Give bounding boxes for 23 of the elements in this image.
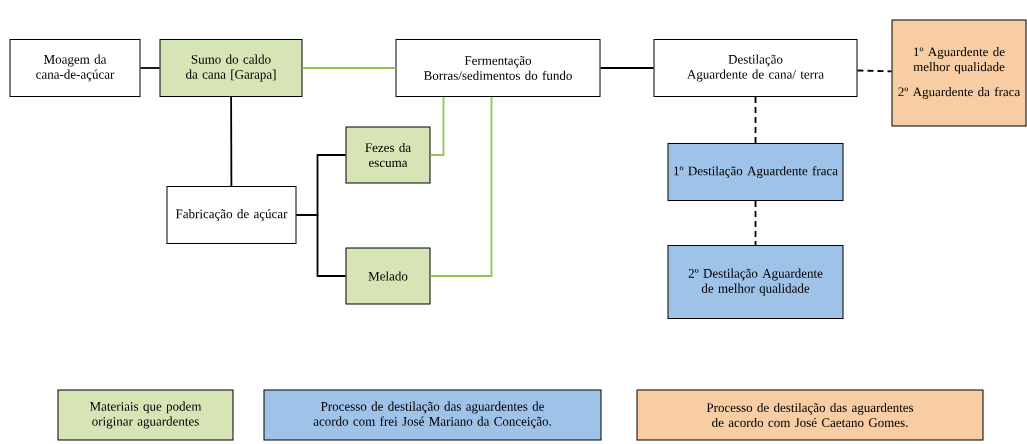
legend-box: Materiais que podem originar aguardentes: [57, 389, 234, 441]
connector-line: [295, 214, 347, 277]
legend-box: Processo de destilação das aguardentes de acordo com frei José Mariano da Conceição.: [263, 389, 602, 441]
process-box: Fermentação Borras/sedimentos do fundo: [395, 39, 601, 97]
process-box: 1º Aguardente de melhor qualidade 2º Aguardente da fraca: [891, 19, 1027, 127]
process-box: Fezes da escuma: [345, 126, 431, 184]
connector-line: [754, 200, 757, 246]
connector-line: [301, 67, 397, 69]
process-box: Moagem da cana-de-açúcar: [9, 39, 141, 97]
connector-line: [429, 96, 493, 277]
process-box: 1º Destilação Aguardente fraca: [667, 143, 844, 201]
process-box: Sumo do caldo da cana [Garapa]: [159, 39, 303, 97]
connector-line: [429, 96, 445, 156]
process-box: 2º Destilação Aguardente de melhor qualidade: [667, 245, 844, 319]
connector-line: [139, 67, 161, 69]
process-box: Fabricação de açúcar: [166, 186, 297, 244]
process-box: Melado: [345, 247, 431, 305]
connector-line: [230, 96, 233, 187]
legend-box: Processo de destilação das aguardentes de acordo com José Caetano Gomes.: [636, 389, 984, 441]
connector-line: [754, 96, 757, 144]
connector-line: [599, 67, 655, 69]
process-box: Destilação Aguardente de cana/ terra: [653, 39, 858, 97]
connector-line: [856, 69, 893, 73]
